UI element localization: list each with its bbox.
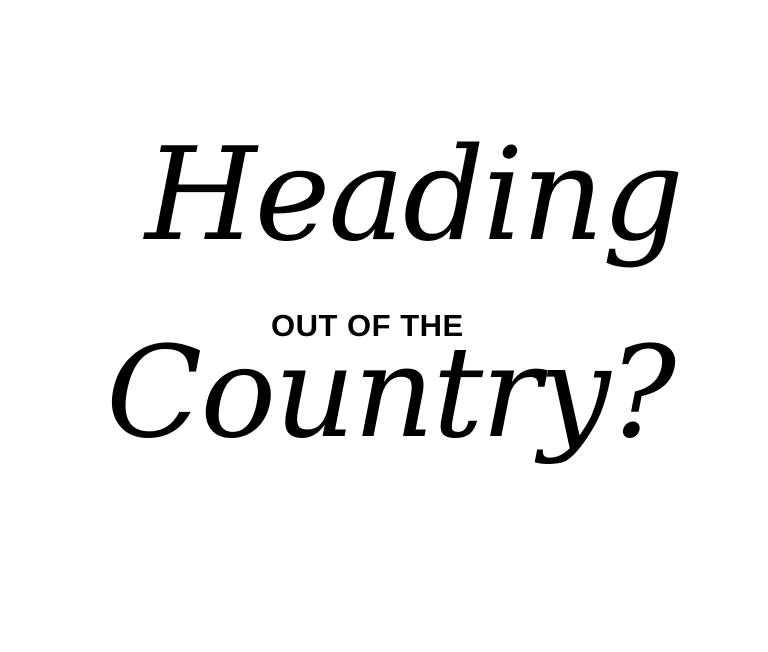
script-heading-word: Heading [145, 121, 684, 270]
script-country-word: Country? [106, 319, 676, 466]
out-of-the-label: OUT OF THE [271, 308, 464, 343]
